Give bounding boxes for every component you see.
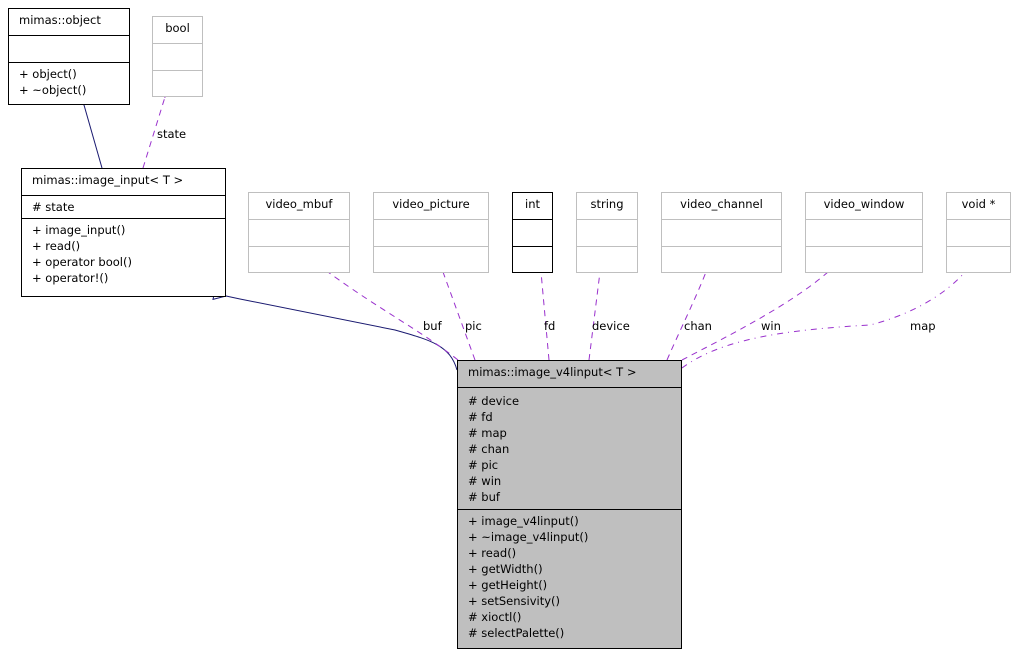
class-int[interactable]: int (512, 192, 553, 273)
class-video_channel[interactable]: video_channel (661, 192, 782, 273)
class-title: void * (961, 197, 996, 211)
method[interactable]: + getWidth() (468, 562, 543, 576)
usage-edge-state (142, 97, 165, 169)
method[interactable]: + object() (19, 67, 77, 81)
attribute[interactable]: # fd (468, 410, 493, 424)
edge-label-pic: pic (465, 319, 482, 333)
class-attributes (577, 219, 637, 246)
method[interactable]: + read() (468, 546, 517, 560)
class-methods: + object() + ~object() (9, 62, 129, 101)
inheritance-edge-image_v4linput-image_input (226, 296, 458, 371)
class-video_mbuf[interactable]: video_mbuf (248, 192, 350, 273)
class-title: mimas::image_v4linput< T > (468, 365, 637, 379)
class-methods (374, 246, 488, 272)
edge-label-chan: chan (684, 319, 712, 333)
attribute[interactable]: # device (468, 394, 520, 408)
class-attributes (513, 219, 552, 246)
method[interactable]: + operator!() (32, 271, 109, 285)
class-methods (577, 246, 637, 272)
usage-edge-pic (443, 272, 476, 361)
method[interactable]: + setSensivity() (468, 594, 561, 608)
usage-edge-buf (328, 272, 459, 361)
class-title: video_picture (392, 197, 470, 211)
inheritance-edge-image_input-object (84, 105, 103, 169)
class-methods (153, 70, 202, 96)
edge-label-state: state (157, 127, 187, 141)
class-string[interactable]: string (576, 192, 638, 273)
attribute[interactable]: # chan (468, 442, 510, 456)
class-attributes (9, 35, 129, 62)
class-title: string (590, 197, 624, 211)
class-attributes (153, 43, 202, 70)
class-attributes (249, 219, 349, 246)
attribute[interactable]: # buf (468, 490, 500, 504)
class-methods (513, 246, 552, 272)
class-mimas-image_input[interactable]: mimas::image_input< T > # state + image_… (21, 168, 226, 297)
usage-edge-chan (666, 272, 706, 361)
class-title: video_mbuf (265, 197, 333, 211)
class-title: mimas::image_input< T > (32, 173, 184, 187)
class-methods (662, 246, 781, 272)
class-methods (806, 246, 922, 272)
class-title: mimas::object (19, 13, 101, 27)
method[interactable]: + ~image_v4linput() (468, 530, 589, 544)
class-title: video_window (823, 197, 905, 211)
method[interactable]: + ~object() (19, 83, 87, 97)
usage-edge-device (588, 272, 600, 361)
class-mimas-object[interactable]: mimas::object + object() + ~object() (8, 8, 130, 105)
method[interactable]: # selectPalette() (468, 626, 565, 640)
edge-label-fd: fd (544, 319, 556, 333)
class-bool[interactable]: bool (152, 16, 203, 97)
class-void-pointer[interactable]: void * (946, 192, 1011, 273)
attribute[interactable]: # state (32, 200, 75, 214)
class-mimas-image_v4linput[interactable]: mimas::image_v4linput< T > # device # fd… (457, 360, 682, 649)
class-title: bool (165, 21, 190, 35)
attribute[interactable]: # pic (468, 458, 499, 472)
edge-label-map: map (910, 319, 936, 333)
method[interactable]: # xioctl() (468, 610, 522, 624)
class-methods: + image_input() + read() + operator bool… (22, 218, 225, 289)
class-attributes (662, 219, 781, 246)
class-methods (947, 246, 1010, 272)
method[interactable]: + image_v4linput() (468, 514, 579, 528)
edge-label-buf: buf (423, 319, 442, 333)
method[interactable]: + getHeight() (468, 578, 548, 592)
class-attributes (374, 219, 488, 246)
attribute[interactable]: # map (468, 426, 507, 440)
class-video_picture[interactable]: video_picture (373, 192, 489, 273)
class-video_window[interactable]: video_window (805, 192, 923, 273)
class-attributes (947, 219, 1010, 246)
class-title: int (525, 197, 540, 211)
edge-label-device: device (592, 319, 630, 333)
class-methods: + image_v4linput() + ~image_v4linput() +… (458, 509, 681, 644)
usage-edge-fd (541, 272, 550, 361)
method[interactable]: + read() (32, 239, 81, 253)
method[interactable]: + image_input() (32, 223, 126, 237)
class-attributes: # state (22, 195, 225, 218)
class-title: video_channel (680, 197, 763, 211)
edge-label-win: win (761, 319, 781, 333)
method[interactable]: + operator bool() (32, 255, 132, 269)
attribute[interactable]: # win (468, 474, 502, 488)
usage-edge-win (681, 272, 828, 361)
class-attributes: # device # fd # map # chan # pic # win #… (458, 387, 681, 509)
class-methods (249, 246, 349, 272)
class-attributes (806, 219, 922, 246)
